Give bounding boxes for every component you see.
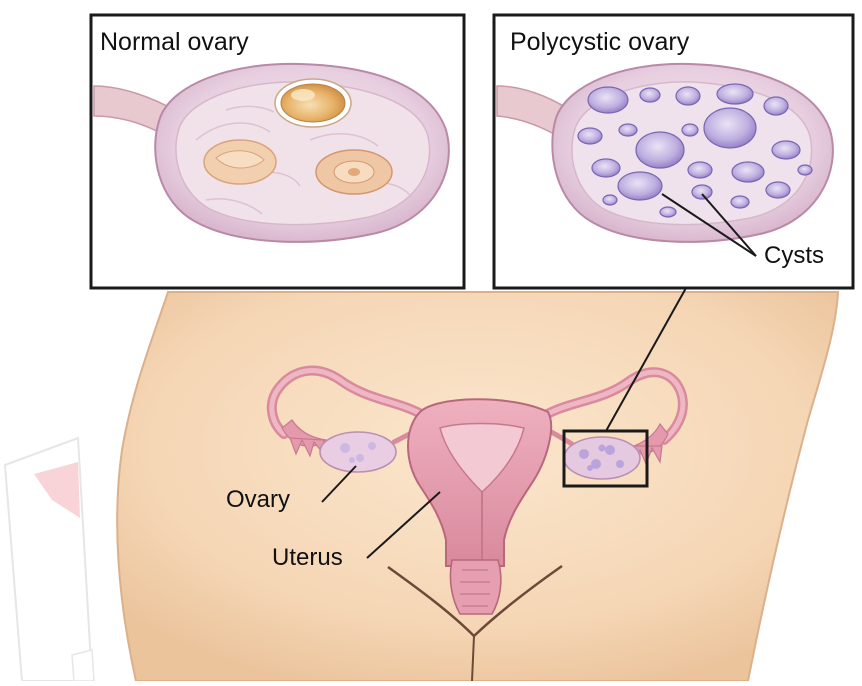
polycystic-ovary-title: Polycystic ovary (510, 30, 689, 55)
cysts-label: Cysts (764, 244, 824, 268)
uterus-label: Uterus (272, 546, 343, 570)
ovary-label: Ovary (226, 488, 290, 512)
background-paper-decoration (5, 438, 94, 681)
normal-ovary-title: Normal ovary (100, 30, 249, 55)
